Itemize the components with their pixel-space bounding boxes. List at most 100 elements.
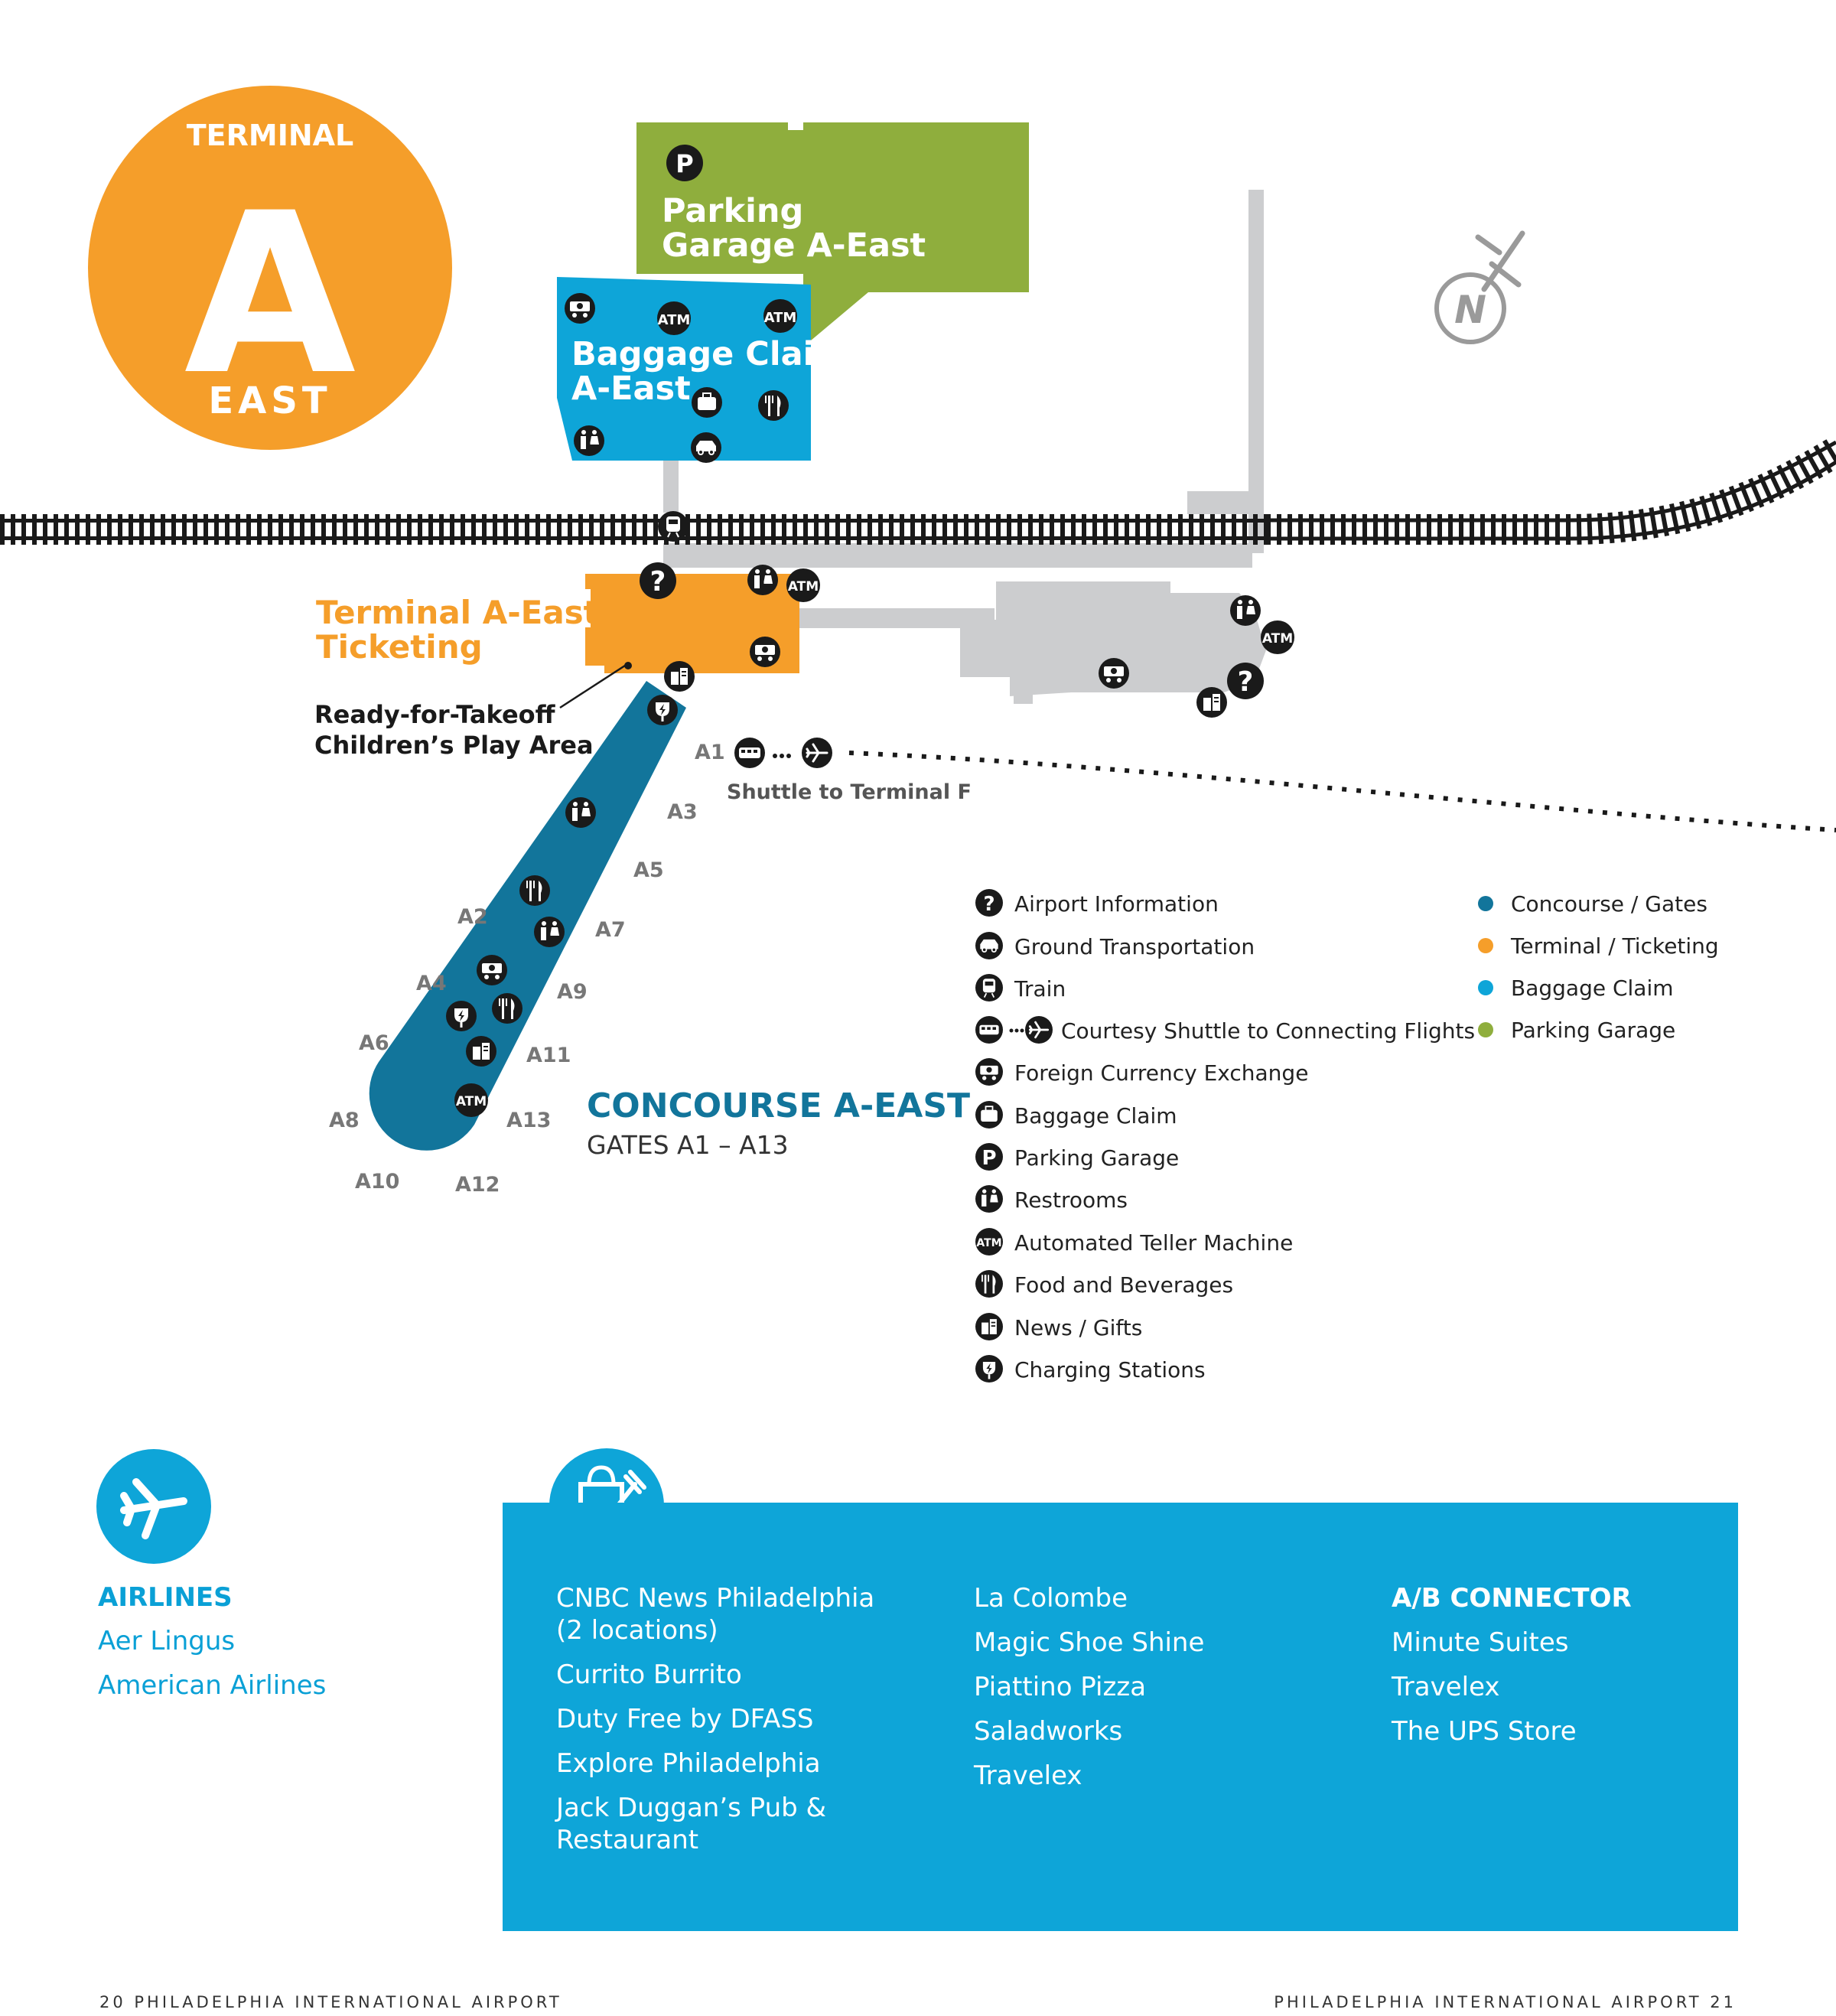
gate-a9: A9	[557, 980, 588, 1004]
atm-icon	[1261, 620, 1294, 654]
shuttle-route: Shuttle to Terminal F	[727, 736, 1836, 832]
news-icon	[1196, 686, 1228, 718]
svg-text:ATM: ATM	[658, 312, 691, 328]
legend-info-icon	[975, 889, 1003, 917]
gate-a1: A1	[695, 741, 725, 764]
airline-item[interactable]: American Airlines	[98, 1670, 327, 1701]
baggage-icon	[691, 386, 723, 419]
svg-text:?: ?	[650, 566, 666, 598]
footer-right: PHILADELPHIA INTERNATIONAL AIRPORT 21	[1274, 1993, 1737, 2011]
atm-icon	[763, 299, 797, 333]
shop-item[interactable]: Jack Duggan’s Pub & Restaurant	[556, 1793, 827, 1855]
shop-item[interactable]: Minute Suites	[1392, 1627, 1569, 1658]
shops-column-3: A/B CONNECTOR Minute Suites Travelex The…	[1392, 1582, 1789, 1760]
gate-a11: A11	[526, 1044, 571, 1067]
svg-text:ATM: ATM	[764, 310, 797, 326]
shops-panel: CNBC News Philadelphia (2 locations) Cur…	[503, 1503, 1738, 1931]
parking-label-1: Parking	[662, 192, 803, 230]
currency-exchange-icon	[565, 293, 595, 324]
map-poi-icons: ATM ATM ? ATM ATM ? ATM	[446, 293, 1294, 1117]
legend-atm-icon	[975, 1228, 1003, 1256]
legend-restroom-icon	[975, 1185, 1003, 1213]
shop-item[interactable]: Piattino Pizza	[974, 1672, 1147, 1702]
currency-exchange-icon	[750, 637, 780, 667]
legend-parking-icon	[975, 1143, 1003, 1171]
shop-item[interactable]: La Colombe	[974, 1583, 1128, 1614]
svg-text:?: ?	[983, 893, 994, 916]
legend-ground-transport-icon	[975, 931, 1004, 960]
charging-icon	[647, 695, 678, 725]
legend-color-swatch	[1478, 980, 1493, 995]
legend-label: Automated Teller Machine	[1014, 1230, 1293, 1256]
shop-item[interactable]: Magic Shoe Shine	[974, 1627, 1205, 1658]
gate-a2: A2	[457, 905, 488, 929]
legend-currency-exchange-icon	[975, 1058, 1003, 1086]
compass-icon: N	[1434, 230, 1525, 344]
shops-column-1: CNBC News Philadelphia (2 locations) Cur…	[556, 1582, 954, 1868]
legend-color-label: Concourse / Gates	[1511, 891, 1707, 917]
ab-connector-title: A/B CONNECTOR	[1392, 1583, 1632, 1614]
gate-a6: A6	[359, 1031, 389, 1055]
concourse-a-east: CONCOURSE A-EAST GATES A1 – A13	[369, 681, 970, 1160]
gate-a5: A5	[633, 858, 664, 882]
currency-exchange-icon	[477, 955, 507, 985]
airlines-panel: AIRLINES Aer Lingus American Airlines	[98, 1582, 496, 1708]
parking-garage-area: Parking Garage A-East P	[636, 122, 1029, 340]
ground-transport-icon	[690, 432, 722, 464]
svg-text:ATM: ATM	[456, 1094, 487, 1109]
gate-a8: A8	[329, 1109, 360, 1132]
train-icon	[657, 510, 689, 542]
terminal-badge: TERMINAL A EAST	[88, 86, 452, 450]
legend-label: Parking Garage	[1014, 1145, 1179, 1171]
badge-letter: A	[184, 166, 358, 424]
shop-item[interactable]: Travelex	[1392, 1672, 1500, 1702]
shuttle-bus-icon	[734, 738, 765, 768]
legend-color-swatch	[1478, 938, 1493, 953]
currency-exchange-icon	[1099, 658, 1129, 689]
legend-baggage-icon	[975, 1100, 1004, 1129]
parking-icon	[666, 145, 703, 181]
airline-item[interactable]: Aer Lingus	[98, 1626, 236, 1656]
shop-item[interactable]: Duty Free by DFASS	[556, 1704, 814, 1734]
legend-label: Baggage Claim	[1014, 1103, 1177, 1129]
airlines-title: AIRLINES	[98, 1582, 233, 1613]
legend-color-label: Terminal / Ticketing	[1510, 933, 1719, 959]
shop-item[interactable]: Explore Philadelphia	[556, 1748, 821, 1779]
legend-label: Ground Transportation	[1014, 934, 1255, 959]
legend-news-icon	[975, 1312, 1004, 1341]
restroom-icon	[1230, 595, 1261, 626]
shop-item[interactable]: Travelex	[974, 1760, 1082, 1791]
baggage-label-2: A-East	[571, 370, 691, 408]
play-area-label-1: Ready-for-Takeoff	[314, 700, 556, 729]
gate-a4: A4	[416, 972, 447, 995]
atm-icon	[786, 568, 820, 602]
shop-item[interactable]: Currito Burrito	[556, 1659, 742, 1690]
airlines-icon	[96, 1449, 211, 1564]
svg-text:ATM: ATM	[788, 579, 819, 594]
restroom-icon	[574, 425, 604, 456]
ticketing-label-1: Terminal A-East	[316, 594, 599, 631]
svg-text:ATM: ATM	[1262, 631, 1293, 646]
shop-item[interactable]: The UPS Store	[1392, 1716, 1577, 1747]
ticketing-area: Terminal A-East Ticketing Ready-for-Take…	[314, 574, 799, 760]
food-icon	[758, 390, 789, 421]
baggage-claim-area: Baggage Claim A-East	[557, 277, 848, 461]
svg-text:N: N	[1454, 288, 1486, 332]
legend-color-label: Parking Garage	[1511, 1018, 1675, 1043]
food-icon	[519, 875, 550, 906]
svg-text:P: P	[981, 1147, 996, 1170]
atm-icon	[454, 1083, 488, 1117]
legend-color-label: Baggage Claim	[1511, 975, 1674, 1001]
legend-color-swatch	[1478, 1022, 1493, 1037]
restroom-icon	[534, 917, 565, 947]
svg-text:P: P	[675, 149, 693, 178]
shop-item[interactable]: CNBC News Philadelphia (2 locations)	[556, 1583, 875, 1646]
play-area-marker	[624, 662, 632, 669]
legend-label: Train	[1014, 976, 1066, 1001]
gate-a12: A12	[455, 1173, 500, 1197]
shop-item[interactable]: Saladworks	[974, 1716, 1123, 1747]
gate-a7: A7	[595, 918, 626, 942]
legend-label: Charging Stations	[1014, 1357, 1206, 1383]
gate-a10: A10	[355, 1170, 399, 1194]
charging-icon	[446, 1001, 477, 1031]
